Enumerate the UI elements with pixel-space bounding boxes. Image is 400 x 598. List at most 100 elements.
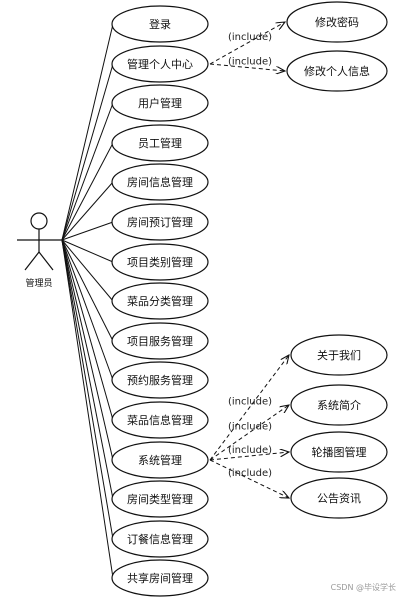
association-line-dish-category-mgmt [61, 239, 114, 302]
association-line-shared-room-mgmt [61, 239, 114, 579]
include-arrow-carousel-mgmt [209, 452, 289, 461]
use-case-shared-room-mgmt[interactable]: 共享房间管理 [111, 559, 209, 597]
use-case-ellipse [111, 203, 209, 241]
actor-left-leg [24, 251, 40, 271]
included-use-case-change-password[interactable]: 修改密码 [286, 1, 388, 43]
include-arrow-edit-profile [209, 63, 285, 71]
use-case-label: 用户管理 [138, 96, 182, 110]
include-arrow-announcement-info [209, 459, 289, 498]
use-case-label: 修改密码 [315, 15, 359, 29]
association-line-order-info-mgmt [61, 239, 114, 540]
association-line-booking-service-mgmt [61, 239, 114, 381]
use-case-label: 房间信息管理 [127, 175, 193, 189]
include-label: (include) [228, 32, 272, 43]
use-case-ellipse [111, 480, 209, 518]
use-case-ellipse [111, 45, 209, 83]
use-case-ellipse [290, 384, 388, 426]
use-case-ellipse [111, 282, 209, 320]
use-case-staff-mgmt[interactable]: 员工管理 [111, 124, 209, 162]
included-use-case-system-intro[interactable]: 系统简介 [290, 384, 388, 426]
use-case-ellipse [111, 124, 209, 162]
use-case-dish-info-mgmt[interactable]: 菜品信息管理 [111, 401, 209, 439]
use-case-label: 预约服务管理 [127, 373, 193, 387]
use-case-label: 修改个人信息 [304, 64, 370, 78]
use-case-label: 房间预订管理 [127, 215, 193, 229]
include-label: (include) [228, 422, 272, 433]
use-case-ellipse [111, 441, 209, 479]
use-case-label: 关于我们 [317, 348, 361, 362]
use-case-nodes: 登录管理个人中心用户管理员工管理房间信息管理房间预订管理项目类别管理菜品分类管理… [111, 5, 209, 597]
use-case-ellipse [286, 50, 388, 92]
include-arrow-change-password [209, 22, 285, 65]
included-use-case-about-us[interactable]: 关于我们 [290, 334, 388, 376]
include-arrow-about-us [209, 355, 289, 461]
use-case-label: 菜品分类管理 [127, 294, 193, 308]
use-case-label: 公告资讯 [317, 492, 361, 505]
use-case-label: 项目类别管理 [127, 255, 193, 269]
include-label: (include) [228, 57, 272, 68]
use-case-room-type-mgmt[interactable]: 房间类型管理 [111, 480, 209, 518]
use-case-room-booking-mgmt[interactable]: 房间预订管理 [111, 203, 209, 241]
include-label: (include) [228, 397, 272, 408]
use-case-label: 系统简介 [317, 398, 361, 412]
use-case-label: 系统管理 [138, 453, 182, 467]
actor-figure [17, 212, 62, 271]
use-case-ellipse [111, 243, 209, 281]
use-case-ellipse [111, 361, 209, 399]
association-line-staff-mgmt [61, 142, 114, 241]
association-line-personal-center [61, 63, 114, 241]
use-case-ellipse [111, 520, 209, 558]
use-case-label: 管理个人中心 [127, 57, 193, 71]
use-case-ellipse [290, 431, 388, 473]
association-line-room-booking-mgmt [61, 221, 114, 241]
use-case-dish-category-mgmt[interactable]: 菜品分类管理 [111, 282, 209, 320]
use-case-ellipse [290, 334, 388, 376]
use-case-user-mgmt[interactable]: 用户管理 [111, 84, 209, 122]
use-case-ellipse [286, 1, 388, 43]
use-case-label: 项目服务管理 [127, 334, 193, 348]
include-label: (include) [228, 468, 272, 479]
use-case-order-info-mgmt[interactable]: 订餐信息管理 [111, 520, 209, 558]
association-line-system-mgmt [61, 239, 114, 461]
association-line-item-service-mgmt [61, 239, 114, 342]
use-case-ellipse [111, 559, 209, 597]
association-line-user-mgmt [61, 102, 114, 241]
use-case-personal-center[interactable]: 管理个人中心 [111, 45, 209, 83]
use-case-label: 登录 [149, 17, 171, 31]
include-arrow-system-intro [209, 405, 289, 461]
use-case-ellipse [111, 401, 209, 439]
association-line-room-info-mgmt [61, 181, 114, 241]
association-line-dish-info-mgmt [61, 239, 114, 421]
use-case-label: 共享房间管理 [127, 571, 193, 585]
use-case-ellipse [111, 84, 209, 122]
included-use-case-announcement-info[interactable]: 公告资讯 [290, 477, 388, 519]
use-case-ellipse [290, 477, 388, 519]
use-case-booking-service-mgmt[interactable]: 预约服务管理 [111, 361, 209, 399]
association-line-room-type-mgmt [61, 239, 114, 500]
association-line-item-category-mgmt [61, 239, 114, 263]
use-case-label: 轮播图管理 [312, 445, 367, 459]
included-use-case-edit-profile[interactable]: 修改个人信息 [286, 50, 388, 92]
actor-label: 管理员 [25, 277, 52, 289]
use-case-ellipse [111, 322, 209, 360]
use-case-label: 员工管理 [138, 136, 182, 150]
actor-right-leg [38, 251, 54, 271]
association-lines [61, 23, 114, 579]
use-case-system-mgmt[interactable]: 系统管理 [111, 441, 209, 479]
use-case-room-info-mgmt[interactable]: 房间信息管理 [111, 163, 209, 201]
actor-head [30, 212, 48, 230]
watermark: CSDN @毕设学长 [331, 582, 396, 592]
use-case-item-service-mgmt[interactable]: 项目服务管理 [111, 322, 209, 360]
use-case-item-category-mgmt[interactable]: 项目类别管理 [111, 243, 209, 281]
include-relations: (include) (include) (include) (include) (inc… [209, 22, 289, 498]
include-label: (include) [228, 445, 272, 456]
use-case-label: 订餐信息管理 [127, 532, 193, 546]
included-use-case-carousel-mgmt[interactable]: 轮播图管理 [290, 431, 388, 473]
use-case-ellipse [111, 5, 209, 43]
use-case-label: 菜品信息管理 [127, 413, 193, 427]
use-case-label: 房间类型管理 [127, 492, 193, 506]
use-case-login[interactable]: 登录 [111, 5, 209, 43]
association-line-login [61, 23, 114, 241]
